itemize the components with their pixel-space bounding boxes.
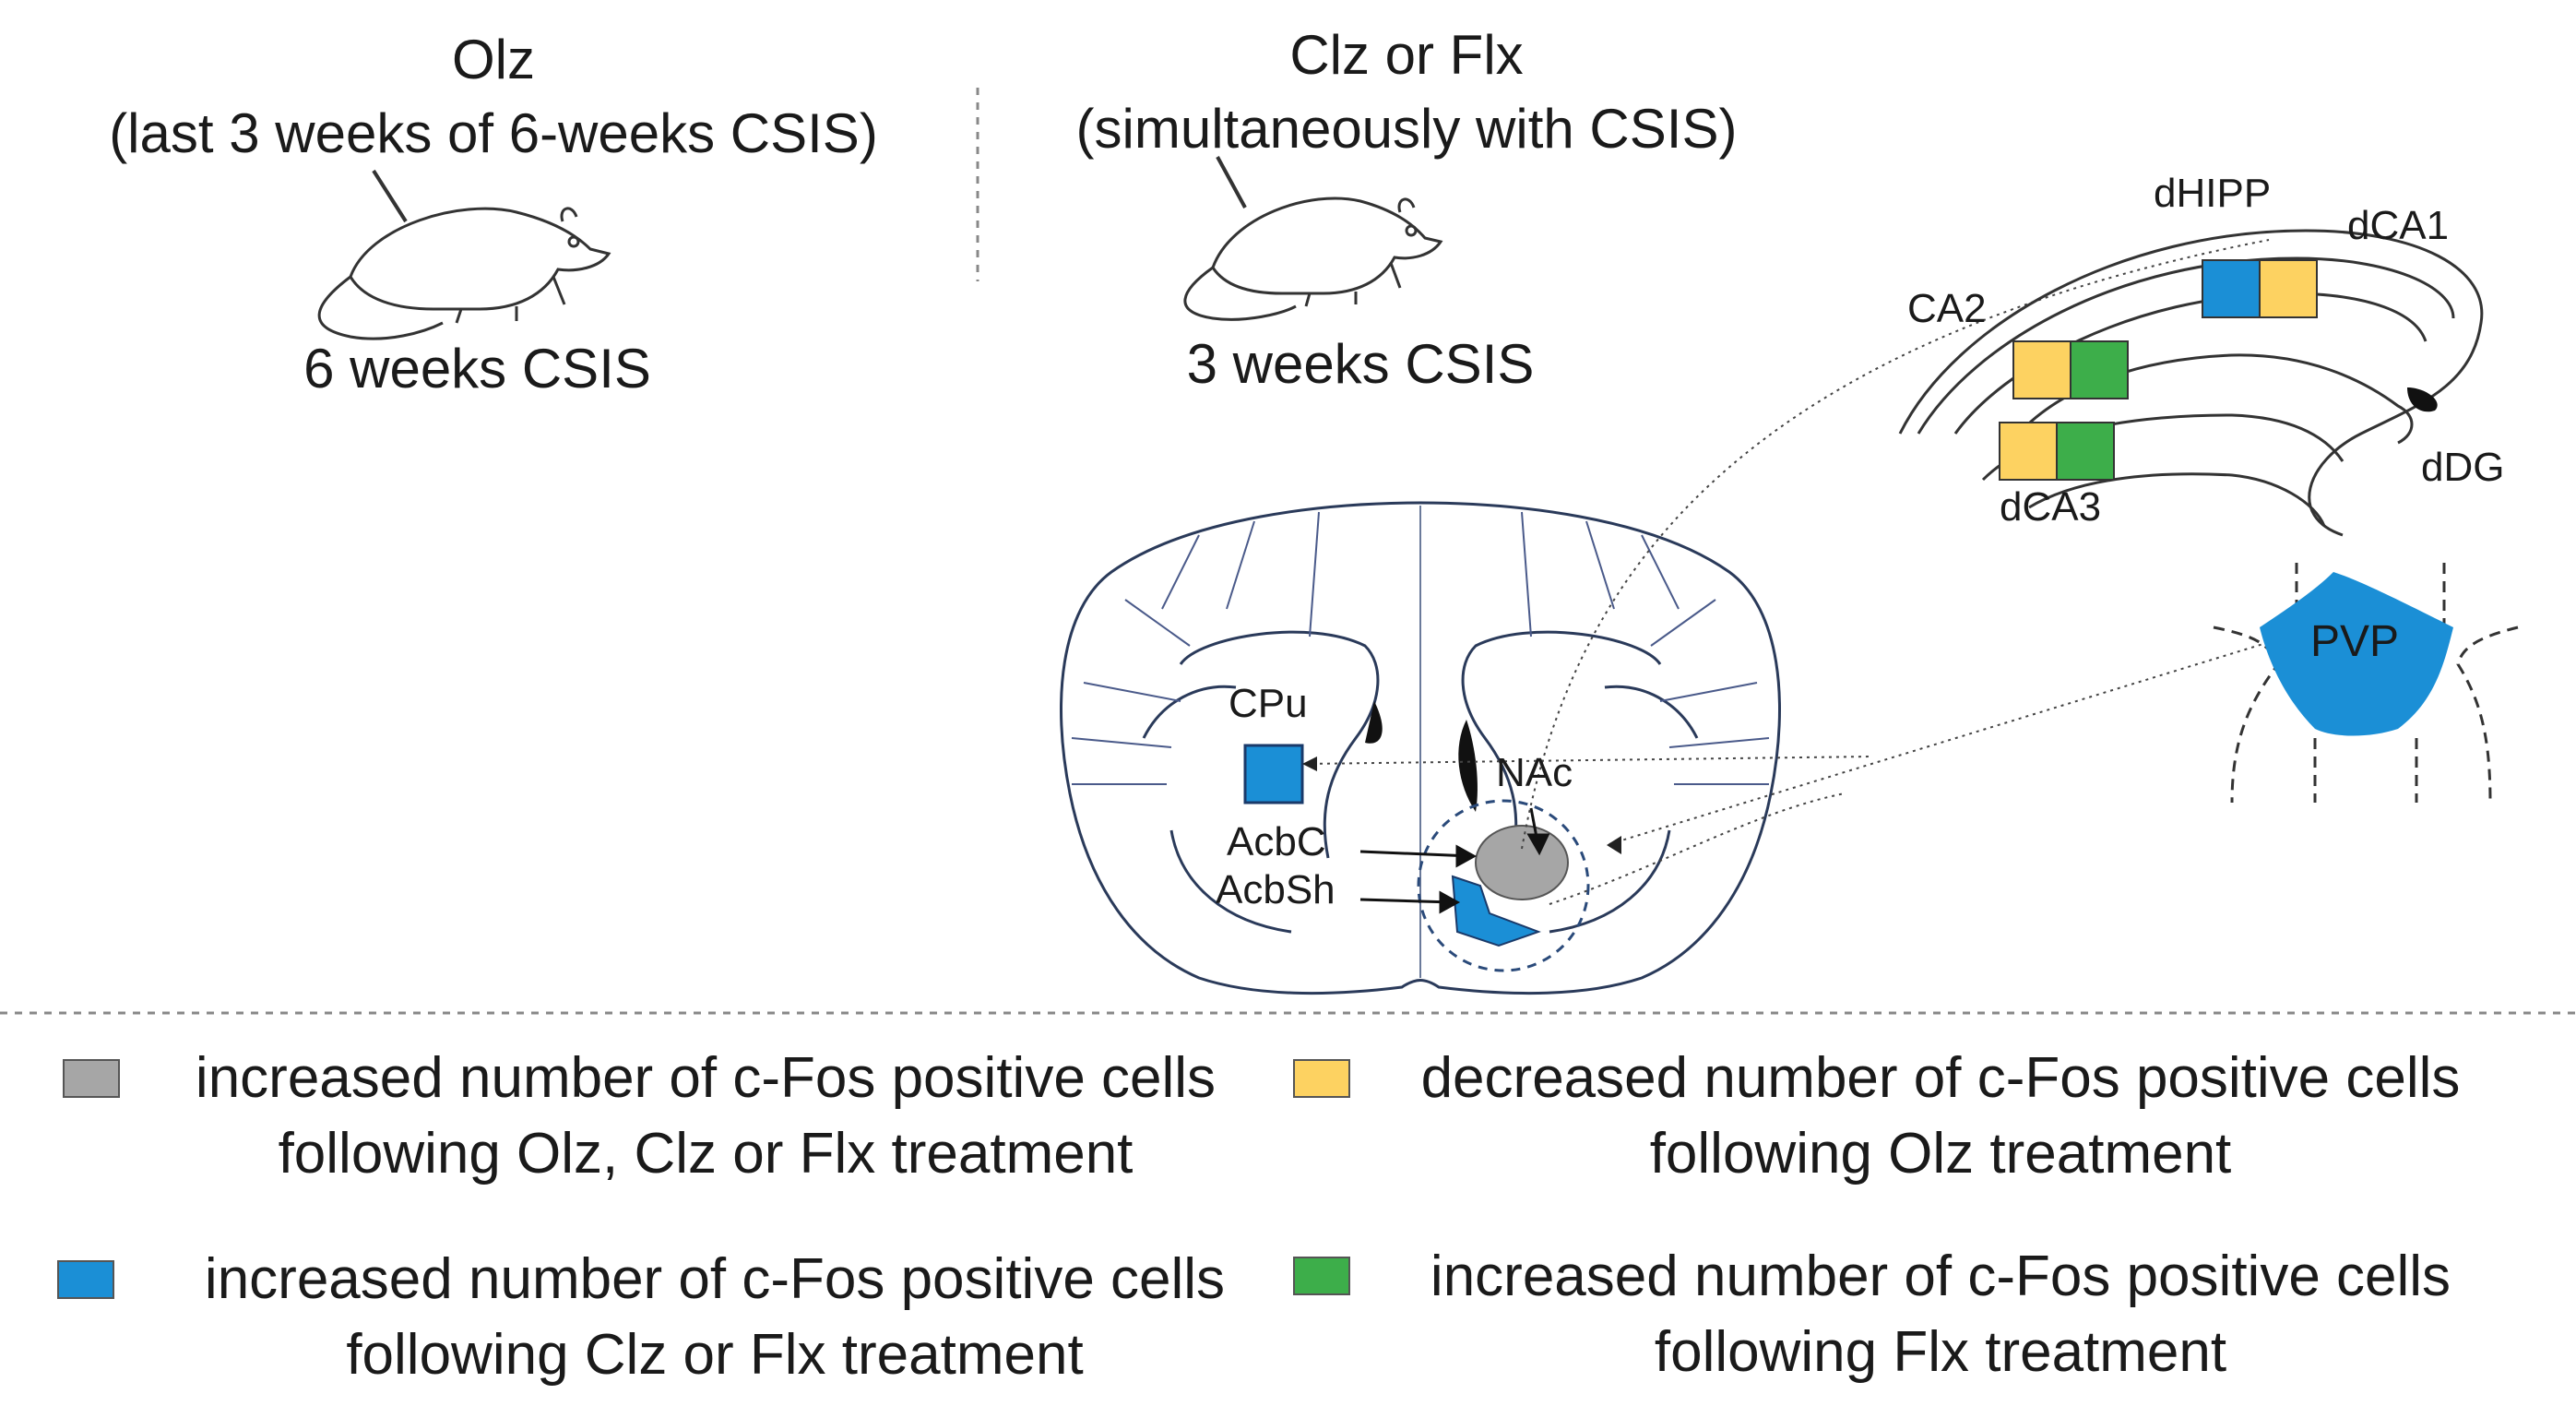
left-ventricle [1365, 701, 1383, 744]
ddg-label: dDG [2421, 445, 2505, 490]
left-header-duration: 6 weeks CSIS [303, 338, 651, 399]
cpu-label: CPu [1229, 681, 1308, 726]
hippocampus-granule-dark [2407, 387, 2438, 412]
legend-green-line1: increased number of c-Fos positive cells [1430, 1245, 2451, 1308]
legend-swatch-blue [57, 1260, 114, 1299]
acbsh-label: AcbSh [1216, 867, 1335, 912]
left-header-title: Olz [452, 29, 535, 90]
dca1-marker-blue [2202, 259, 2261, 318]
acbc-marker [1475, 825, 1569, 900]
legend-yellow-line1: decreased number of c-Fos positive cells [1420, 1046, 2461, 1110]
right-ventricle [1458, 720, 1478, 812]
ca2-marker-green [2070, 340, 2129, 399]
nac-label: NAc [1496, 750, 1573, 795]
legend-swatch-yellow [1293, 1059, 1350, 1098]
acbsh-marker [1451, 875, 1541, 947]
legend-blue-line1: increased number of c-Fos positive cells [204, 1247, 1226, 1311]
legend-gray-line1: increased number of c-Fos positive cells [195, 1046, 1217, 1110]
label-arrows [1359, 807, 1550, 914]
legend-swatch-green [1293, 1257, 1350, 1295]
hippocampus-outline [1898, 229, 2484, 537]
dca1-marker-yellow [2259, 259, 2318, 318]
legend-yellow-line2: following Olz treatment [1649, 1122, 2232, 1186]
legend-swatch-gray [63, 1059, 120, 1098]
legend-gray-line2: following Olz, Clz or Flx treatment [278, 1122, 1134, 1186]
legend-blue-line2: following Clz or Flx treatment [346, 1323, 1084, 1387]
dca1-label: dCA1 [2347, 203, 2450, 248]
rat-icon-left [317, 169, 611, 340]
rat-icon-right [1183, 156, 1443, 321]
left-header-subtitle: (last 3 weeks of 6-weeks CSIS) [109, 102, 878, 164]
legend-green-line2: following Flx treatment [1654, 1320, 2227, 1384]
right-header-title: Clz or Flx [1289, 24, 1524, 86]
cpu-marker [1243, 744, 1304, 804]
nac-region-circle [1417, 799, 1590, 972]
connector-arrow-cpu [1302, 757, 1317, 771]
dca3-label: dCA3 [2000, 484, 2102, 530]
brain-section-outline [1060, 501, 1781, 995]
connector-arrow-nac [1607, 836, 1621, 854]
connector-lines [1304, 239, 2288, 905]
dhipp-label: dHIPP [2154, 171, 2272, 216]
ca2-marker-yellow [2012, 340, 2071, 399]
right-header-duration: 3 weeks CSIS [1186, 333, 1535, 395]
dca3-marker-yellow [1999, 422, 2058, 481]
acbc-label: AcbC [1227, 819, 1326, 864]
dca3-marker-green [2056, 422, 2115, 481]
brain-section-rays [1071, 511, 1770, 785]
pvp-marker [2260, 572, 2453, 736]
ca2-label: CA2 [1907, 286, 1987, 331]
pvp-label: PVP [2310, 617, 2400, 666]
right-header-subtitle: (simultaneously with CSIS) [1075, 98, 1738, 160]
